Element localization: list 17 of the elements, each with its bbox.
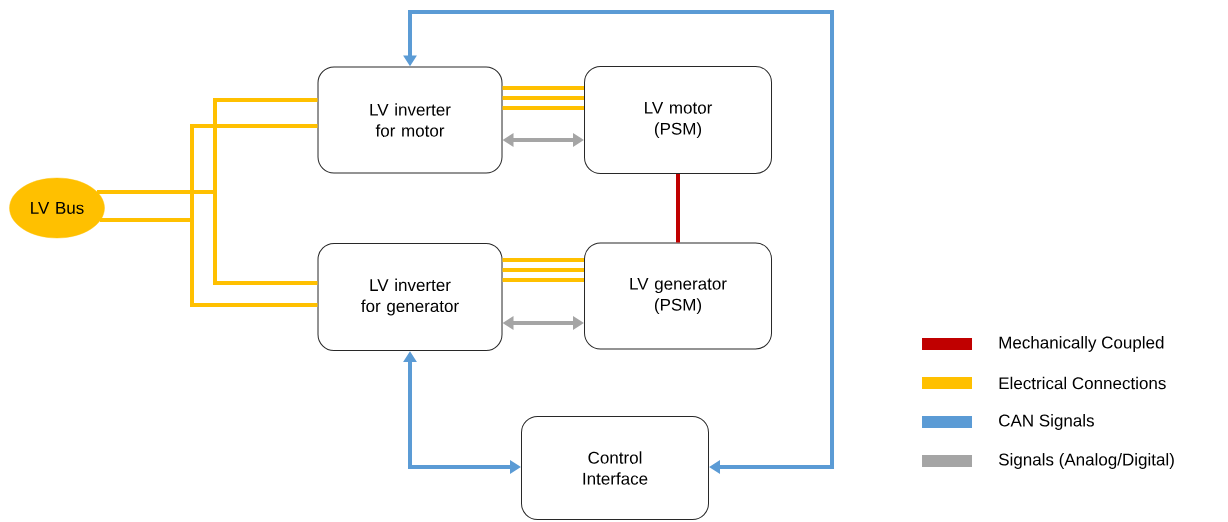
connector-line xyxy=(100,218,318,307)
legend-text: Signals (Analog/Digital) xyxy=(999,453,1174,469)
connector-line xyxy=(502,106,584,110)
process-box: LV inverter for motor xyxy=(317,66,503,174)
legend-text: Electrical Connections xyxy=(999,376,1166,390)
connector-line xyxy=(502,258,584,262)
process-box: LV generator (PSM) xyxy=(584,242,772,350)
connector-line xyxy=(502,278,584,282)
process-box: LV motor (PSM) xyxy=(584,66,772,174)
connector-line xyxy=(502,268,584,272)
connector-line xyxy=(502,86,584,90)
process-box: LV inverter for generator xyxy=(317,243,503,351)
legend-text: Mechanically Coupled xyxy=(999,336,1164,352)
connector-line xyxy=(676,174,680,243)
process-box: Control Interface xyxy=(521,416,709,520)
connector-line xyxy=(502,96,584,100)
legend-text: CAN Signals xyxy=(999,414,1094,430)
